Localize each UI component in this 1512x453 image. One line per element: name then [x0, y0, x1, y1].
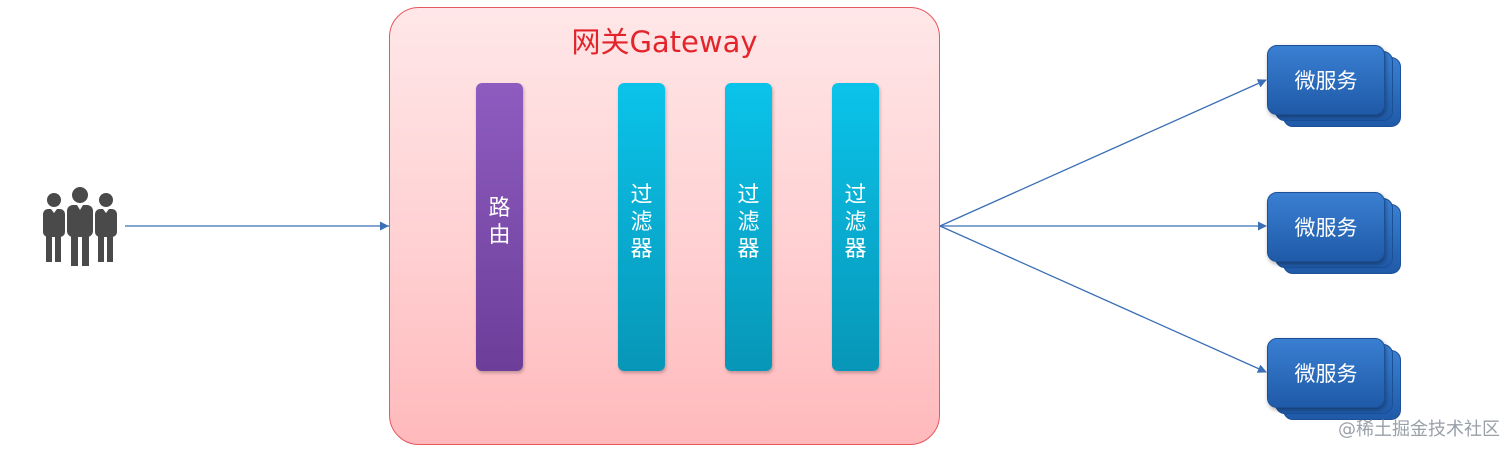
filter-label: 过滤器 [630, 182, 653, 262]
microservice-node-3: 微服务 [1267, 338, 1401, 420]
arrow-hub-to-microservice-3 [939, 225, 1267, 373]
gateway-title: 网关Gateway [571, 25, 758, 59]
microservice-label: 微服务 [1267, 45, 1385, 115]
microservice-node-1: 微服务 [1267, 45, 1401, 127]
microservice-label: 微服务 [1267, 192, 1385, 262]
arrow-hub-to-microservice-1 [939, 79, 1267, 227]
filter-label: 过滤器 [737, 182, 760, 262]
filter-label: 过滤器 [844, 182, 867, 262]
filter-node-3: 过滤器 [832, 83, 879, 371]
router-label: 路由 [488, 196, 511, 248]
microservice-label: 微服务 [1267, 338, 1385, 408]
filter-node-2: 过滤器 [725, 83, 772, 371]
users-group-icon [43, 187, 117, 266]
filter-node-1: 过滤器 [618, 83, 665, 371]
router-node: 路由 [476, 83, 523, 371]
watermark: @稀土掘金技术社区 [1338, 419, 1500, 440]
microservice-node-2: 微服务 [1267, 192, 1401, 274]
